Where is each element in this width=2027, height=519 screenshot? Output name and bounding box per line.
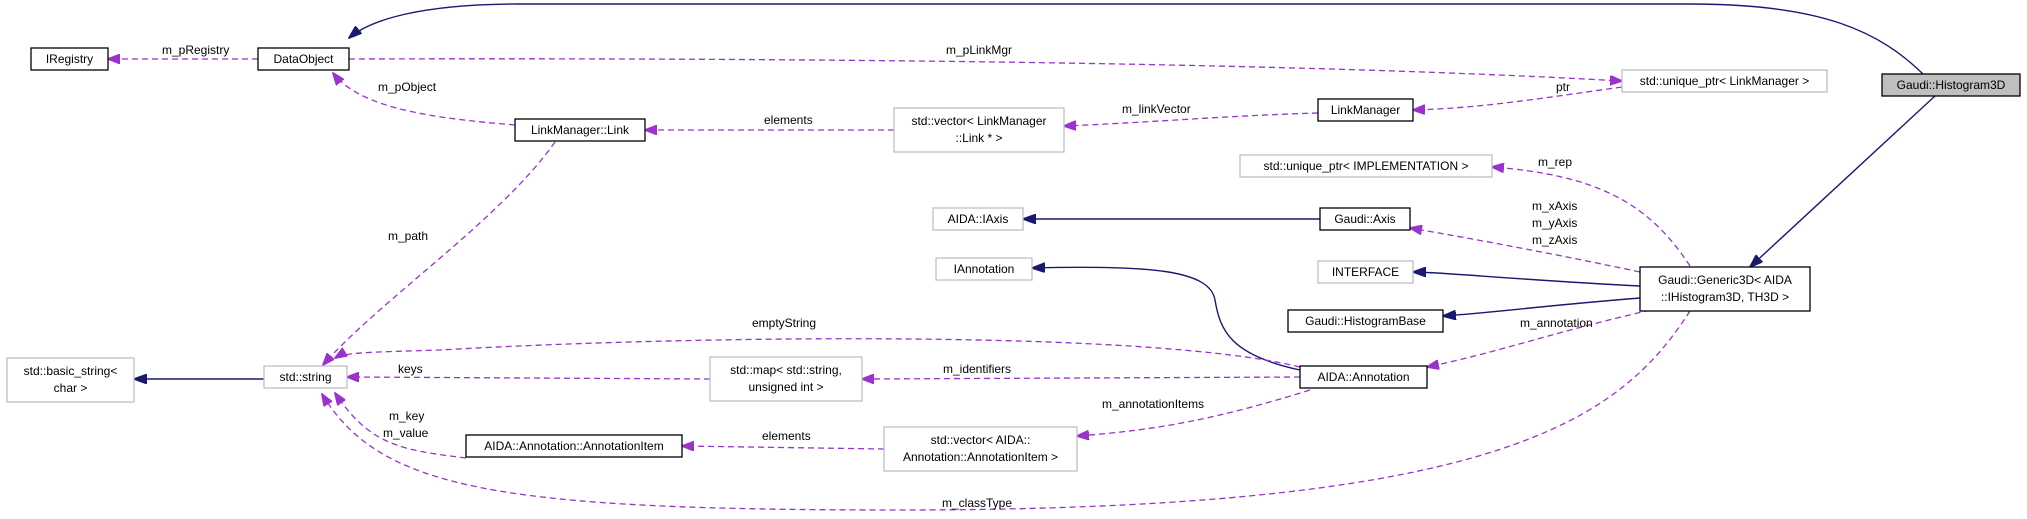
- label-emptystring: emptyString: [752, 316, 816, 330]
- node-label: Gaudi::Axis: [1334, 212, 1395, 226]
- label-m-path: m_path: [388, 229, 428, 243]
- node-label: INTERFACE: [1332, 265, 1399, 279]
- node-std-string[interactable]: std::string: [263, 365, 348, 389]
- node-iregistry[interactable]: IRegistry: [30, 47, 109, 71]
- node-linkmanager[interactable]: LinkManager: [1317, 98, 1414, 122]
- node-label: std::unique_ptr< IMPLEMENTATION >: [1264, 159, 1469, 173]
- label-m-rep: m_rep: [1538, 155, 1572, 169]
- node-label: DataObject: [273, 52, 334, 66]
- label-m-yaxis: m_yAxis: [1532, 216, 1577, 230]
- node-label: LinkManager::Link: [531, 123, 630, 137]
- node-label: AIDA::IAxis: [948, 212, 1009, 226]
- label-m-plinkmgr: m_pLinkMgr: [946, 43, 1012, 57]
- edge-histogram3d-to-dataobject: [349, 3, 1928, 79]
- edge-generic3d-to-annotation: [1427, 307, 1661, 367]
- node-label-line2: ::IHistogram3D, TH3D >: [1661, 290, 1789, 304]
- label-m-pregistry: m_pRegistry: [162, 43, 229, 57]
- edge-generic3d-to-histogrambase: [1443, 297, 1641, 316]
- node-dataobject[interactable]: DataObject: [257, 47, 350, 71]
- node-iannotation[interactable]: IAnnotation: [935, 257, 1033, 281]
- label-elements-link: elements: [764, 113, 813, 127]
- node-label: IAnnotation: [954, 262, 1015, 276]
- label-m-annotationitems: m_annotationItems: [1102, 397, 1204, 411]
- node-gaudi-generic3d[interactable]: Gaudi::Generic3D< AIDA ::IHistogram3D, T…: [1639, 266, 1811, 312]
- label-m-identifiers: m_identifiers: [943, 362, 1011, 376]
- edge-map-to-string: [347, 377, 711, 379]
- node-label-line1: std::vector< LinkManager: [911, 114, 1046, 128]
- node-vector-annotation-item[interactable]: std::vector< AIDA:: Annotation::Annotati…: [883, 426, 1078, 472]
- label-keys: keys: [398, 362, 423, 376]
- edge-annotation-to-string-emptystring: [335, 338, 1301, 368]
- node-label: IRegistry: [46, 52, 93, 66]
- label-m-zaxis: m_zAxis: [1532, 233, 1577, 247]
- node-label: LinkManager: [1331, 103, 1400, 117]
- node-gaudi-histogram3d[interactable]: Gaudi::Histogram3D: [1881, 73, 2021, 97]
- node-annotation-item[interactable]: AIDA::Annotation::AnnotationItem: [465, 434, 683, 458]
- edge-labels: m_pRegistry m_pLinkMgr m_pObject ptr m_l…: [162, 43, 1593, 510]
- edge-dataobject-to-uniqueptr-linkmgr: [348, 58, 1622, 81]
- edge-generic3d-to-interface: [1413, 272, 1641, 287]
- node-label: Gaudi::Histogram3D: [1897, 78, 2006, 92]
- node-label-line1: std::basic_string<: [24, 364, 118, 378]
- node-unique-ptr-linkmanager[interactable]: std::unique_ptr< LinkManager >: [1621, 69, 1828, 93]
- label-elements-item: elements: [762, 429, 811, 443]
- edge-histogram3d-to-generic3d: [1750, 95, 1936, 267]
- node-vector-linkmanager-link[interactable]: std::vector< LinkManager ::Link * >: [893, 107, 1065, 153]
- node-label-line2: ::Link * >: [955, 131, 1002, 145]
- node-label: Gaudi::HistogramBase: [1305, 314, 1426, 328]
- node-std-map[interactable]: std::map< std::string, unsigned int >: [709, 356, 863, 402]
- edge-vectoritem-to-annotationitem: [682, 446, 885, 449]
- node-label: AIDA::Annotation: [1317, 370, 1409, 384]
- label-m-classtype: m_classType: [942, 496, 1012, 510]
- edge-annotation-to-vectoritem: [1077, 389, 1311, 436]
- node-interface[interactable]: INTERFACE: [1317, 260, 1414, 284]
- label-m-xaxis: m_xAxis: [1532, 199, 1577, 213]
- nodes: Gaudi::Histogram3D IRegistry DataObject …: [6, 47, 2021, 472]
- node-label: std::unique_ptr< LinkManager >: [1640, 74, 1809, 88]
- edges: [108, 3, 1936, 511]
- label-m-annotation: m_annotation: [1520, 316, 1593, 330]
- node-label-line2: unsigned int >: [748, 380, 823, 394]
- node-label-line1: std::vector< AIDA::: [931, 433, 1031, 447]
- edge-link-to-dataobject: [333, 73, 516, 126]
- label-m-linkvector: m_linkVector: [1122, 102, 1191, 116]
- label-m-pobject: m_pObject: [378, 80, 437, 94]
- edge-uniqueptr-to-linkmanager: [1413, 86, 1623, 110]
- node-label: std::string: [279, 370, 331, 384]
- edge-linkmanager-to-vectorlink: [1064, 112, 1319, 126]
- label-m-value: m_value: [383, 426, 429, 440]
- node-aida-iaxis[interactable]: AIDA::IAxis: [932, 207, 1024, 231]
- node-aida-annotation[interactable]: AIDA::Annotation: [1299, 365, 1428, 389]
- edge-annotationitem-to-string: [335, 393, 467, 459]
- edge-annotation-to-map: [862, 377, 1301, 379]
- edge-generic3d-to-string-classtype: [322, 310, 1691, 511]
- node-unique-ptr-implementation[interactable]: std::unique_ptr< IMPLEMENTATION >: [1239, 154, 1493, 178]
- node-linkmanager-link[interactable]: LinkManager::Link: [514, 118, 646, 142]
- node-label: AIDA::Annotation::AnnotationItem: [484, 439, 663, 453]
- node-label-line1: Gaudi::Generic3D< AIDA: [1658, 273, 1792, 287]
- label-ptr: ptr: [1556, 80, 1570, 94]
- node-gaudi-histogrambase[interactable]: Gaudi::HistogramBase: [1287, 309, 1444, 333]
- node-label-line1: std::map< std::string,: [730, 363, 842, 377]
- label-m-key: m_key: [389, 409, 424, 423]
- node-gaudi-axis[interactable]: Gaudi::Axis: [1319, 207, 1411, 231]
- edge-generic3d-to-uniqueptr-impl: [1492, 167, 1691, 267]
- node-label-line2: Annotation::AnnotationItem >: [903, 450, 1058, 464]
- edge-link-to-string-path: [323, 141, 556, 365]
- node-std-basic-string[interactable]: std::basic_string< char >: [6, 357, 135, 403]
- node-label-line2: char >: [54, 381, 88, 395]
- edge-generic3d-to-gaudiaxis: [1410, 228, 1641, 273]
- edge-annotation-to-iannotation: [1032, 267, 1301, 371]
